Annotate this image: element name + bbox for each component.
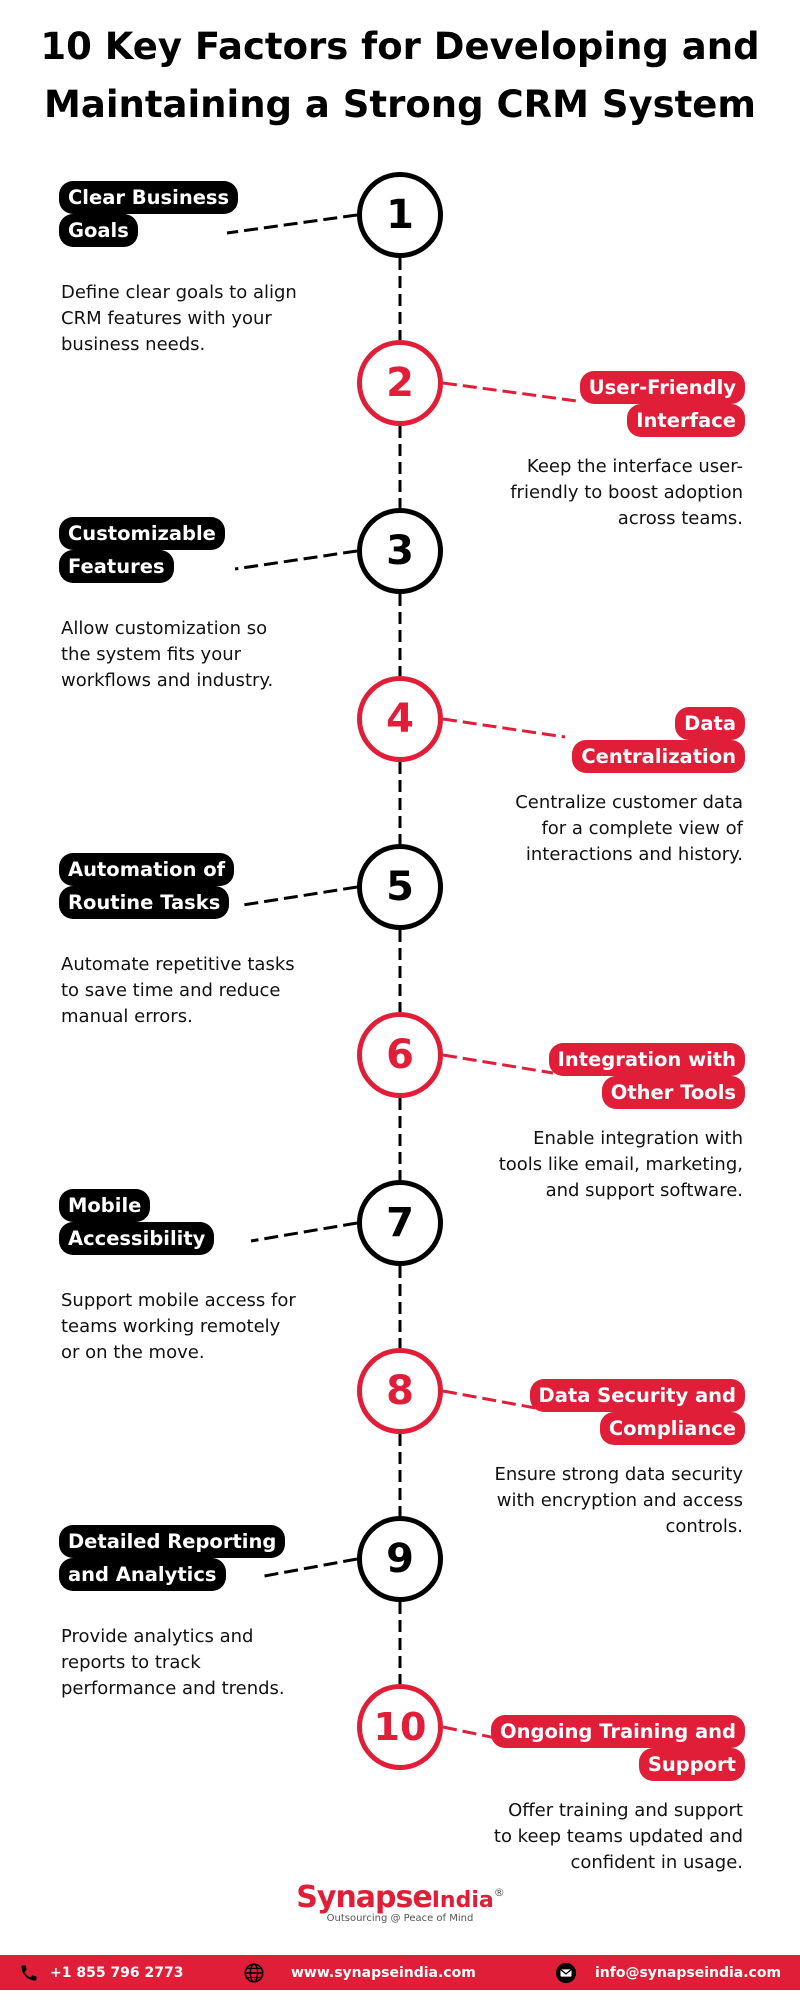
factor-label-line: Ongoing Training and [491, 1715, 745, 1748]
footer-website[interactable]: www.synapseindia.com [243, 1955, 476, 1990]
footer-email-text: info@synapseindia.com [595, 1964, 782, 1981]
factor-connector [442, 717, 566, 739]
factor-description: Support mobile access for teams working … [61, 1290, 296, 1363]
step-number-circle: 10 [357, 1684, 443, 1770]
brand-registered: ® [493, 1886, 505, 1899]
factor-connector [226, 213, 358, 235]
factor-description: Allow customization so the system fits y… [61, 618, 274, 691]
factor-label-line: Mobile [59, 1189, 151, 1222]
factor-connector [258, 1557, 358, 1579]
factor-label-line: Integration with [548, 1043, 745, 1076]
email-icon [555, 1962, 577, 1984]
factor-label-line: Compliance [599, 1412, 745, 1445]
footer-phone[interactable]: +1 855 796 2773 [18, 1955, 184, 1990]
factor-label-line: Support [638, 1748, 745, 1781]
step-number-circle: 2 [357, 340, 443, 426]
factor-label-line: Goals [59, 214, 138, 247]
factor-description: Provide analytics and reports to track p… [61, 1626, 285, 1699]
factor-label-line: Data [675, 707, 745, 740]
footer-email[interactable]: info@synapseindia.com [555, 1955, 781, 1990]
brand-tagline: Outsourcing @ Peace of Mind [326, 1913, 474, 1924]
footer-phone-text: +1 855 796 2773 [50, 1964, 184, 1981]
factor-connector [242, 885, 358, 907]
factor-connector [442, 1053, 554, 1075]
title-line-1: 10 Key Factors for Developing and [40, 25, 760, 68]
factor-connector [442, 1389, 542, 1411]
step-number-circle: 1 [357, 172, 443, 258]
step-number-circle: 5 [357, 844, 443, 930]
step-number-circle: 7 [357, 1180, 443, 1266]
step-number-circle: 9 [357, 1516, 443, 1602]
brand-logo: SynapseIndia® Outsourcing @ Peace of Min… [0, 1880, 800, 1924]
factor-label-line: Interface [627, 404, 745, 437]
footer-website-text: www.synapseindia.com [291, 1964, 476, 1981]
step-number-circle: 3 [357, 508, 443, 594]
factor-label-line: Data Security and [529, 1379, 745, 1412]
brand-name-part1: Synapse [296, 1880, 432, 1915]
factor-connector [234, 549, 358, 571]
brand-name-part2: India [431, 1888, 494, 1913]
factor-label-line: and Analytics [59, 1558, 226, 1591]
factor-description: Ensure strong data security with encrypt… [494, 1464, 743, 1537]
step-number-circle: 4 [357, 676, 443, 762]
factor-description: Keep the interface user- friendly to boo… [510, 456, 743, 529]
factor-label-line: Other Tools [601, 1076, 745, 1109]
factor-description: Enable integration with tools like email… [498, 1128, 743, 1201]
phone-icon [18, 1962, 40, 1984]
factor-description: Define clear goals to align CRM features… [61, 282, 297, 355]
factor-description: Offer training and support to keep teams… [493, 1800, 743, 1873]
step-number-circle: 8 [357, 1348, 443, 1434]
factor-label-line: Centralization [572, 740, 745, 773]
step-number-circle: 6 [357, 1012, 443, 1098]
factor-label-line: Routine Tasks [59, 886, 230, 919]
page-title: 10 Key Factors for Developing and Mainta… [0, 18, 800, 134]
factor-label-line: Detailed Reporting [59, 1525, 286, 1558]
factor-label-line: Customizable [59, 517, 225, 550]
factor-label-line: Automation of [59, 853, 235, 886]
globe-icon [243, 1962, 265, 1984]
factor-connector [250, 1221, 358, 1243]
factor-label-line: Features [59, 550, 174, 583]
factor-label-line: Accessibility [59, 1222, 215, 1255]
factor-label-line: Clear Business [59, 181, 239, 214]
footer-bar: +1 855 796 2773 www.synapseindia.com inf… [0, 1955, 800, 1990]
factor-description: Automate repetitive tasks to save time a… [61, 954, 295, 1027]
factor-description: Centralize customer data for a complete … [515, 792, 743, 865]
factor-label-line: User-Friendly [579, 371, 745, 404]
factor-connector [442, 381, 578, 403]
title-line-2: Maintaining a Strong CRM System [44, 83, 756, 126]
